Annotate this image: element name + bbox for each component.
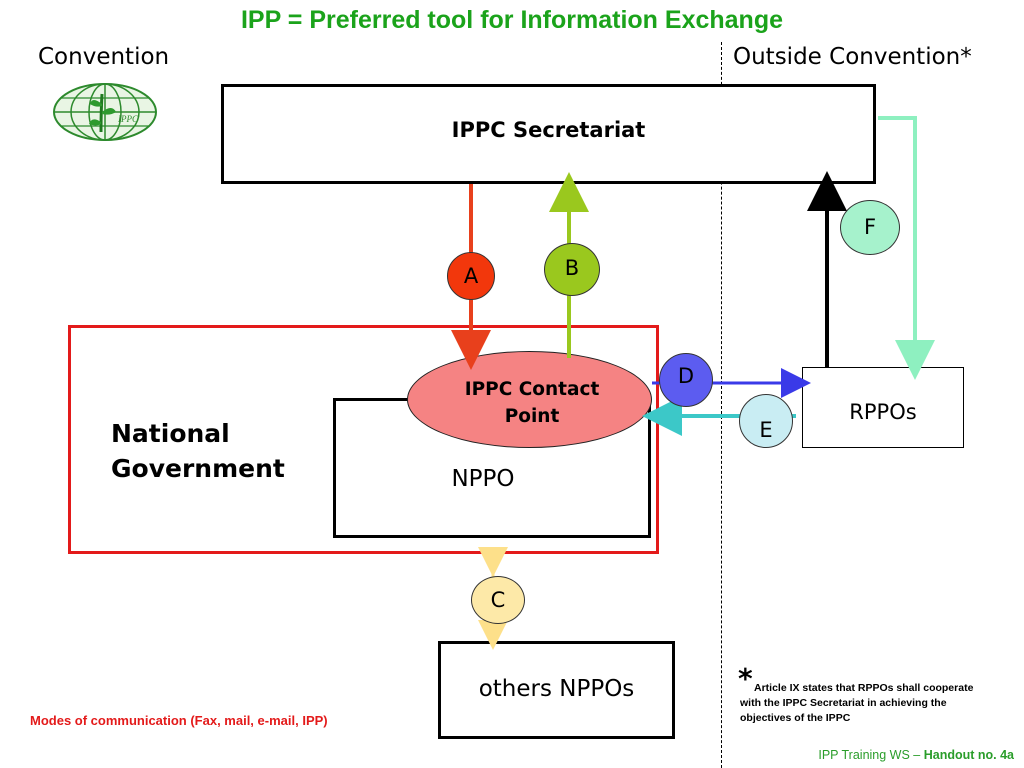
connector-c-badge: C [471,576,525,624]
national-government-box [68,325,659,554]
footer: IPP Training WS – Handout no. 4a [760,748,1014,762]
others-nppos-label: others NPPOs [478,676,635,702]
connector-b-badge: B [544,243,600,296]
footnote-text: Article IX states that RPPOs shall coope… [740,681,980,726]
national-government-line-1: National [111,419,230,448]
ippc-contact-point-label: IPPC Contact Point [432,376,632,430]
connector-e-badge: E [739,394,793,448]
arrow-f [878,116,935,380]
connector-d-badge: D [659,353,713,407]
outside-convention-label: Outside Convention* [733,44,972,70]
logo-text: IPPC [117,114,139,124]
modes-of-communication-note: Modes of communication (Fax, mail, e-mai… [30,713,328,728]
page-title: IPP = Preferred tool for Information Exc… [240,6,784,34]
ippc-secretariat-label: IPPC Secretariat [451,118,646,142]
footer-prefix: IPP Training WS – [818,748,924,762]
ippc-secretariat-box [221,84,876,184]
footer-handout: Handout no. 4a [923,748,1014,762]
rppos-label: RPPOs [849,400,917,424]
convention-label: Convention [38,44,170,70]
nppo-label: NPPO [451,466,515,492]
footnote-body: Article IX states that RPPOs shall coope… [740,682,974,724]
region-divider [721,42,722,768]
others-nppos-box [438,641,675,739]
rppos-box [802,367,964,448]
national-government-line-2: Government [111,454,285,483]
national-government-label: National Government [111,416,285,486]
connector-a-badge: A [447,252,495,300]
footnote-asterisk: * [738,662,753,695]
contact-point-line-1: IPPC Contact [464,379,600,400]
ippc-logo: IPPC [53,83,157,141]
contact-point-line-2: Point [504,406,560,427]
connector-f-badge: F [840,200,900,255]
